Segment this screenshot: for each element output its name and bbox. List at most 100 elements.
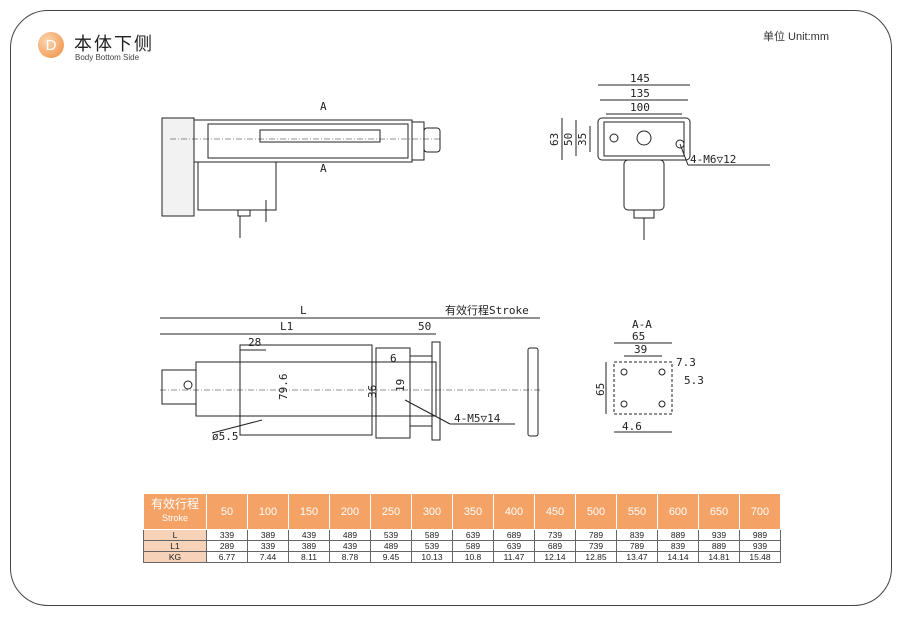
section-mark-a: A — [320, 100, 327, 113]
stroke-col-header: 150 — [288, 493, 330, 530]
dim-28: 28 — [248, 336, 261, 349]
stroke-header-cn: 有效行程 — [150, 497, 199, 511]
table-cell: 389 — [247, 529, 289, 541]
table-cell: 10.8 — [452, 551, 494, 563]
table-cell: 839 — [657, 540, 699, 552]
side-view: L 有效行程Stroke L1 50 28 6 79.6 36 19 4-M5▽… — [160, 303, 540, 443]
table-cell: 489 — [370, 540, 412, 552]
stroke-col-header: 600 — [657, 493, 699, 530]
stroke-col-header: 250 — [370, 493, 412, 530]
page-frame — [10, 10, 892, 606]
thread-m6: 4-M6▽12 — [690, 153, 736, 166]
table-cell: 889 — [698, 540, 740, 552]
section-aa-title: A-A — [632, 318, 652, 331]
table-cell: 439 — [329, 540, 371, 552]
dim-50: 50 — [562, 133, 575, 146]
dim-145: 145 — [630, 72, 650, 85]
row-label: L — [143, 529, 207, 541]
stroke-col-header: 550 — [616, 493, 658, 530]
stroke-col-header: 300 — [411, 493, 453, 530]
dim-4-6: 4.6 — [622, 420, 642, 433]
table-cell: 989 — [739, 529, 781, 541]
table-cell: 539 — [411, 540, 453, 552]
unit-label: 单位 Unit:mm — [763, 31, 829, 43]
dim-36: 36 — [366, 385, 379, 398]
table-cell: 939 — [698, 529, 740, 541]
dim-39: 39 — [634, 343, 647, 356]
dim-79-6: 79.6 — [277, 374, 290, 401]
table-cell: 939 — [739, 540, 781, 552]
row-label: L1 — [143, 540, 207, 552]
table-cell: 589 — [452, 540, 494, 552]
dim-19: 19 — [394, 379, 407, 392]
table-cell: 12.14 — [534, 551, 576, 563]
table-cell: 639 — [452, 529, 494, 541]
dim-65: 65 — [632, 330, 645, 343]
table-cell: 589 — [411, 529, 453, 541]
stroke-header: 有效行程 Stroke — [143, 493, 207, 530]
stroke-col-header: 400 — [493, 493, 535, 530]
table-cell: 839 — [616, 529, 658, 541]
table-cell: 12.85 — [575, 551, 617, 563]
table-cell: 889 — [657, 529, 699, 541]
end-view: 145 135 100 63 50 35 4-M6▽12 — [548, 72, 770, 240]
dim-65v: 65 — [594, 383, 607, 396]
stroke-col-header: 100 — [247, 493, 289, 530]
page-title: 本体下侧 — [74, 34, 154, 54]
table-cell: 739 — [575, 540, 617, 552]
dim-63: 63 — [548, 133, 561, 146]
table-cell: 11.47 — [493, 551, 535, 563]
table-cell: 339 — [247, 540, 289, 552]
row-label: KG — [143, 551, 207, 563]
section-badge: D — [38, 32, 64, 58]
table-cell: 13.47 — [616, 551, 658, 563]
table-cell: 14.81 — [698, 551, 740, 563]
table-cell: 339 — [206, 529, 248, 541]
stroke-col-header: 650 — [698, 493, 740, 530]
table-cell: 289 — [206, 540, 248, 552]
table-cell: 8.11 — [288, 551, 330, 563]
stroke-col-header: 350 — [452, 493, 494, 530]
stroke-col-header: 200 — [329, 493, 371, 530]
table-cell: 489 — [329, 529, 371, 541]
table-cell: 789 — [616, 540, 658, 552]
dim-L: L — [300, 304, 307, 317]
dim-50b: 50 — [418, 320, 431, 333]
table-cell: 389 — [288, 540, 330, 552]
thread-m5: 4-M5▽14 — [454, 412, 501, 425]
stroke-header-en: Stroke — [161, 513, 188, 523]
table-cell: 539 — [370, 529, 412, 541]
stroke-label: 有效行程Stroke — [445, 303, 529, 317]
dim-135: 135 — [630, 87, 650, 100]
dim-5-3: 5.3 — [684, 374, 704, 387]
table-cell: 689 — [534, 540, 576, 552]
dim-L1: L1 — [280, 320, 293, 333]
section-mark-a2: A — [320, 162, 327, 175]
table-cell: 15.48 — [739, 551, 781, 563]
stroke-col-header: 500 — [575, 493, 617, 530]
dim-35: 35 — [576, 133, 589, 146]
section-aa-view: A-A 65 39 7.3 5.3 65 4.6 — [594, 318, 704, 433]
stroke-col-header: 50 — [206, 493, 248, 530]
dim-6: 6 — [390, 352, 397, 365]
dim-7-3: 7.3 — [676, 356, 696, 369]
top-view: A A — [161, 100, 441, 238]
table-cell: 689 — [493, 529, 535, 541]
table-cell: 789 — [575, 529, 617, 541]
stroke-col-header: 700 — [739, 493, 781, 530]
table-cell: 9.45 — [370, 551, 412, 563]
table-cell: 6.77 — [206, 551, 248, 563]
table-cell: 639 — [493, 540, 535, 552]
table-cell: 7.44 — [247, 551, 289, 563]
table-cell: 14.14 — [657, 551, 699, 563]
dim-100: 100 — [630, 101, 650, 114]
table-cell: 439 — [288, 529, 330, 541]
dia-5-5: ø5.5 — [212, 430, 239, 443]
table-cell: 739 — [534, 529, 576, 541]
table-cell: 10.13 — [411, 551, 453, 563]
